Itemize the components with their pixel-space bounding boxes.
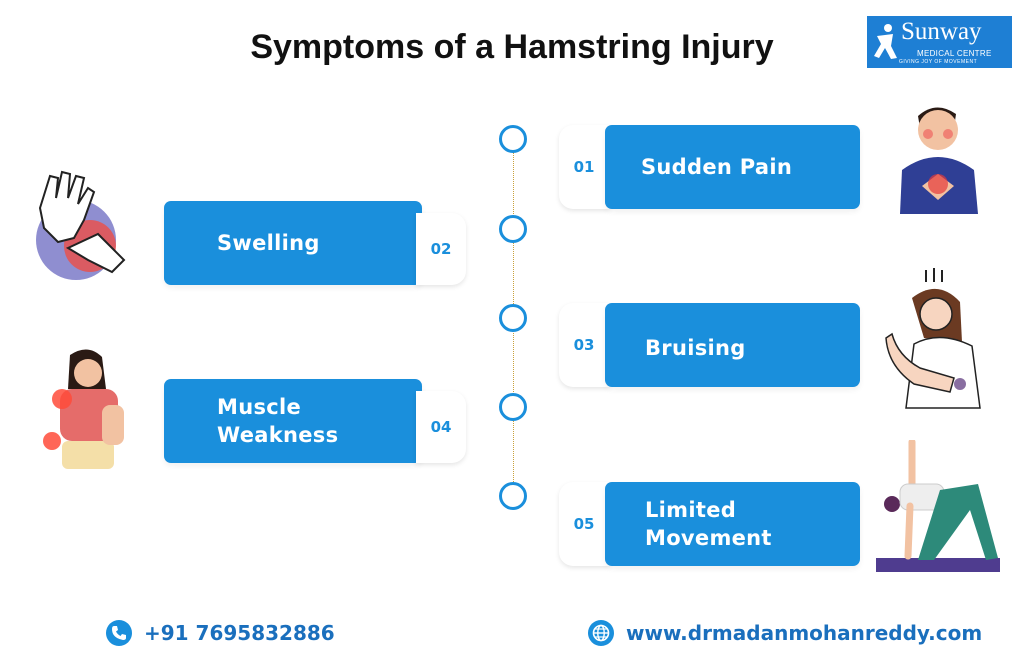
logo-brand: Sunway [901, 18, 982, 45]
sunway-logo[interactable]: Sunway MEDICAL CENTRE GIVING JOY OF MOVE… [867, 16, 1012, 68]
timeline-dot-3 [499, 304, 527, 332]
symptom-card-body: Sudden Pain [605, 125, 860, 209]
symptom-card-body: Limited Movement [605, 482, 860, 566]
swollen-hand-icon [36, 170, 126, 280]
phone-icon [106, 620, 132, 646]
logo-subtitle: MEDICAL CENTRE [917, 49, 992, 58]
symptom-label: Swelling [217, 231, 320, 255]
globe-icon [588, 620, 614, 646]
timeline-dot-4 [499, 393, 527, 421]
timeline-dot-5 [499, 482, 527, 510]
symptom-number: 01 [559, 125, 609, 209]
website-link[interactable]: www.drmadanmohanreddy.com [626, 621, 983, 645]
woman-joint-pain-icon [43, 349, 124, 469]
symptom-card-body: Swelling [164, 201, 422, 285]
timeline-dot-2 [499, 215, 527, 243]
symptom-number: 04 [416, 391, 466, 463]
logo-figure-icon [874, 24, 897, 59]
timeline-dot-1 [499, 125, 527, 153]
chest-pain-person-icon [900, 107, 978, 214]
bruised-arm-person-icon [885, 268, 981, 409]
symptom-number: 03 [559, 303, 609, 387]
symptom-card-body: Bruising [605, 303, 860, 387]
symptom-number: 02 [416, 213, 466, 285]
symptom-label: Bruising [645, 336, 746, 360]
phone-number[interactable]: +91 7695832886 [144, 621, 335, 645]
footer-website[interactable]: www.drmadanmohanreddy.com [588, 620, 982, 646]
symptom-label: Limited Movement [645, 498, 772, 550]
symptom-label: Sudden Pain [641, 155, 793, 179]
stretching-person-icon [876, 440, 1000, 572]
logo-tagline: GIVING JOY OF MOVEMENT [899, 59, 978, 65]
page-title: Symptoms of a Hamstring Injury [250, 28, 774, 66]
symptom-number: 05 [559, 482, 609, 566]
symptom-label: Muscle Weakness [217, 395, 339, 447]
footer-phone[interactable]: +91 7695832886 [106, 620, 335, 646]
symptom-card-body: Muscle Weakness [164, 379, 422, 463]
